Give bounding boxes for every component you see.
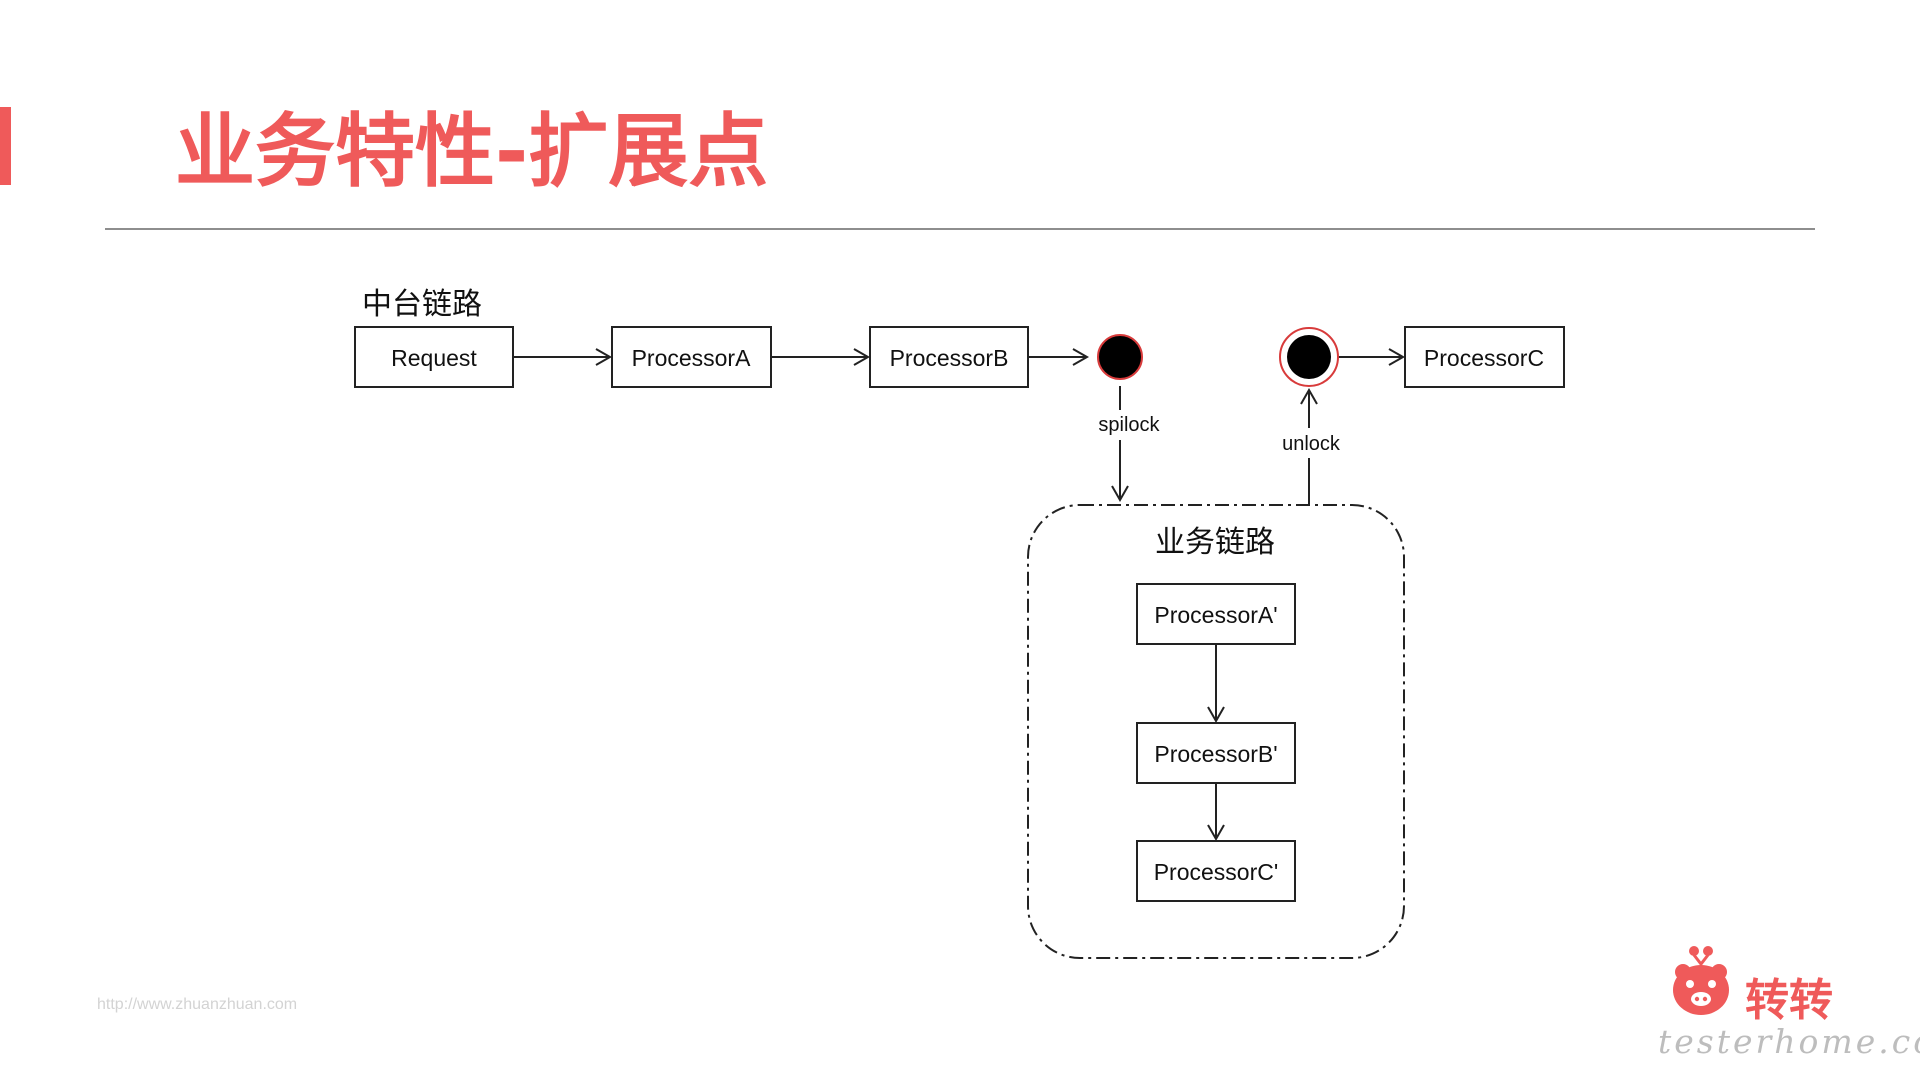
title-accent-bar bbox=[0, 107, 11, 185]
watermark: testerhome.com bbox=[1658, 1022, 1920, 1061]
node-processor-c-label: ProcessorC bbox=[1424, 345, 1544, 371]
node-request-label: Request bbox=[391, 345, 477, 371]
brand-logo bbox=[1673, 946, 1729, 1015]
footer-url: http://www.zhuanzhuan.com bbox=[97, 996, 298, 1013]
business-chain-container bbox=[1027, 504, 1405, 959]
slide-title: 业务特性-扩展点 bbox=[175, 105, 769, 198]
node-processor-b-label: ProcessorB bbox=[890, 345, 1009, 371]
brand-name: 转转 bbox=[1745, 975, 1833, 1026]
node-processor-a-prime: ProcessorA' bbox=[1136, 583, 1296, 645]
node-processor-b: ProcessorB bbox=[869, 326, 1029, 388]
split-edge-label: spilock bbox=[1098, 414, 1160, 436]
split-node bbox=[1097, 334, 1143, 380]
node-processor-c: ProcessorC bbox=[1404, 326, 1565, 388]
node-processor-c-prime: ProcessorC' bbox=[1136, 840, 1296, 902]
node-processor-b-prime-label: ProcessorB' bbox=[1154, 741, 1277, 767]
merge-node bbox=[1279, 327, 1339, 387]
business-chain-label: 业务链路 bbox=[1155, 525, 1275, 560]
node-processor-a: ProcessorA bbox=[611, 326, 772, 388]
main-chain-label: 中台链路 bbox=[362, 287, 482, 322]
merge-edge-label: unlock bbox=[1282, 433, 1341, 455]
node-processor-b-prime: ProcessorB' bbox=[1136, 722, 1296, 784]
node-processor-c-prime-label: ProcessorC' bbox=[1154, 859, 1279, 885]
mascot-icon bbox=[1673, 946, 1729, 1015]
node-processor-a-prime-label: ProcessorA' bbox=[1154, 602, 1277, 628]
node-processor-a-label: ProcessorA bbox=[632, 345, 752, 371]
title-divider bbox=[105, 228, 1815, 230]
node-request: Request bbox=[354, 326, 514, 388]
